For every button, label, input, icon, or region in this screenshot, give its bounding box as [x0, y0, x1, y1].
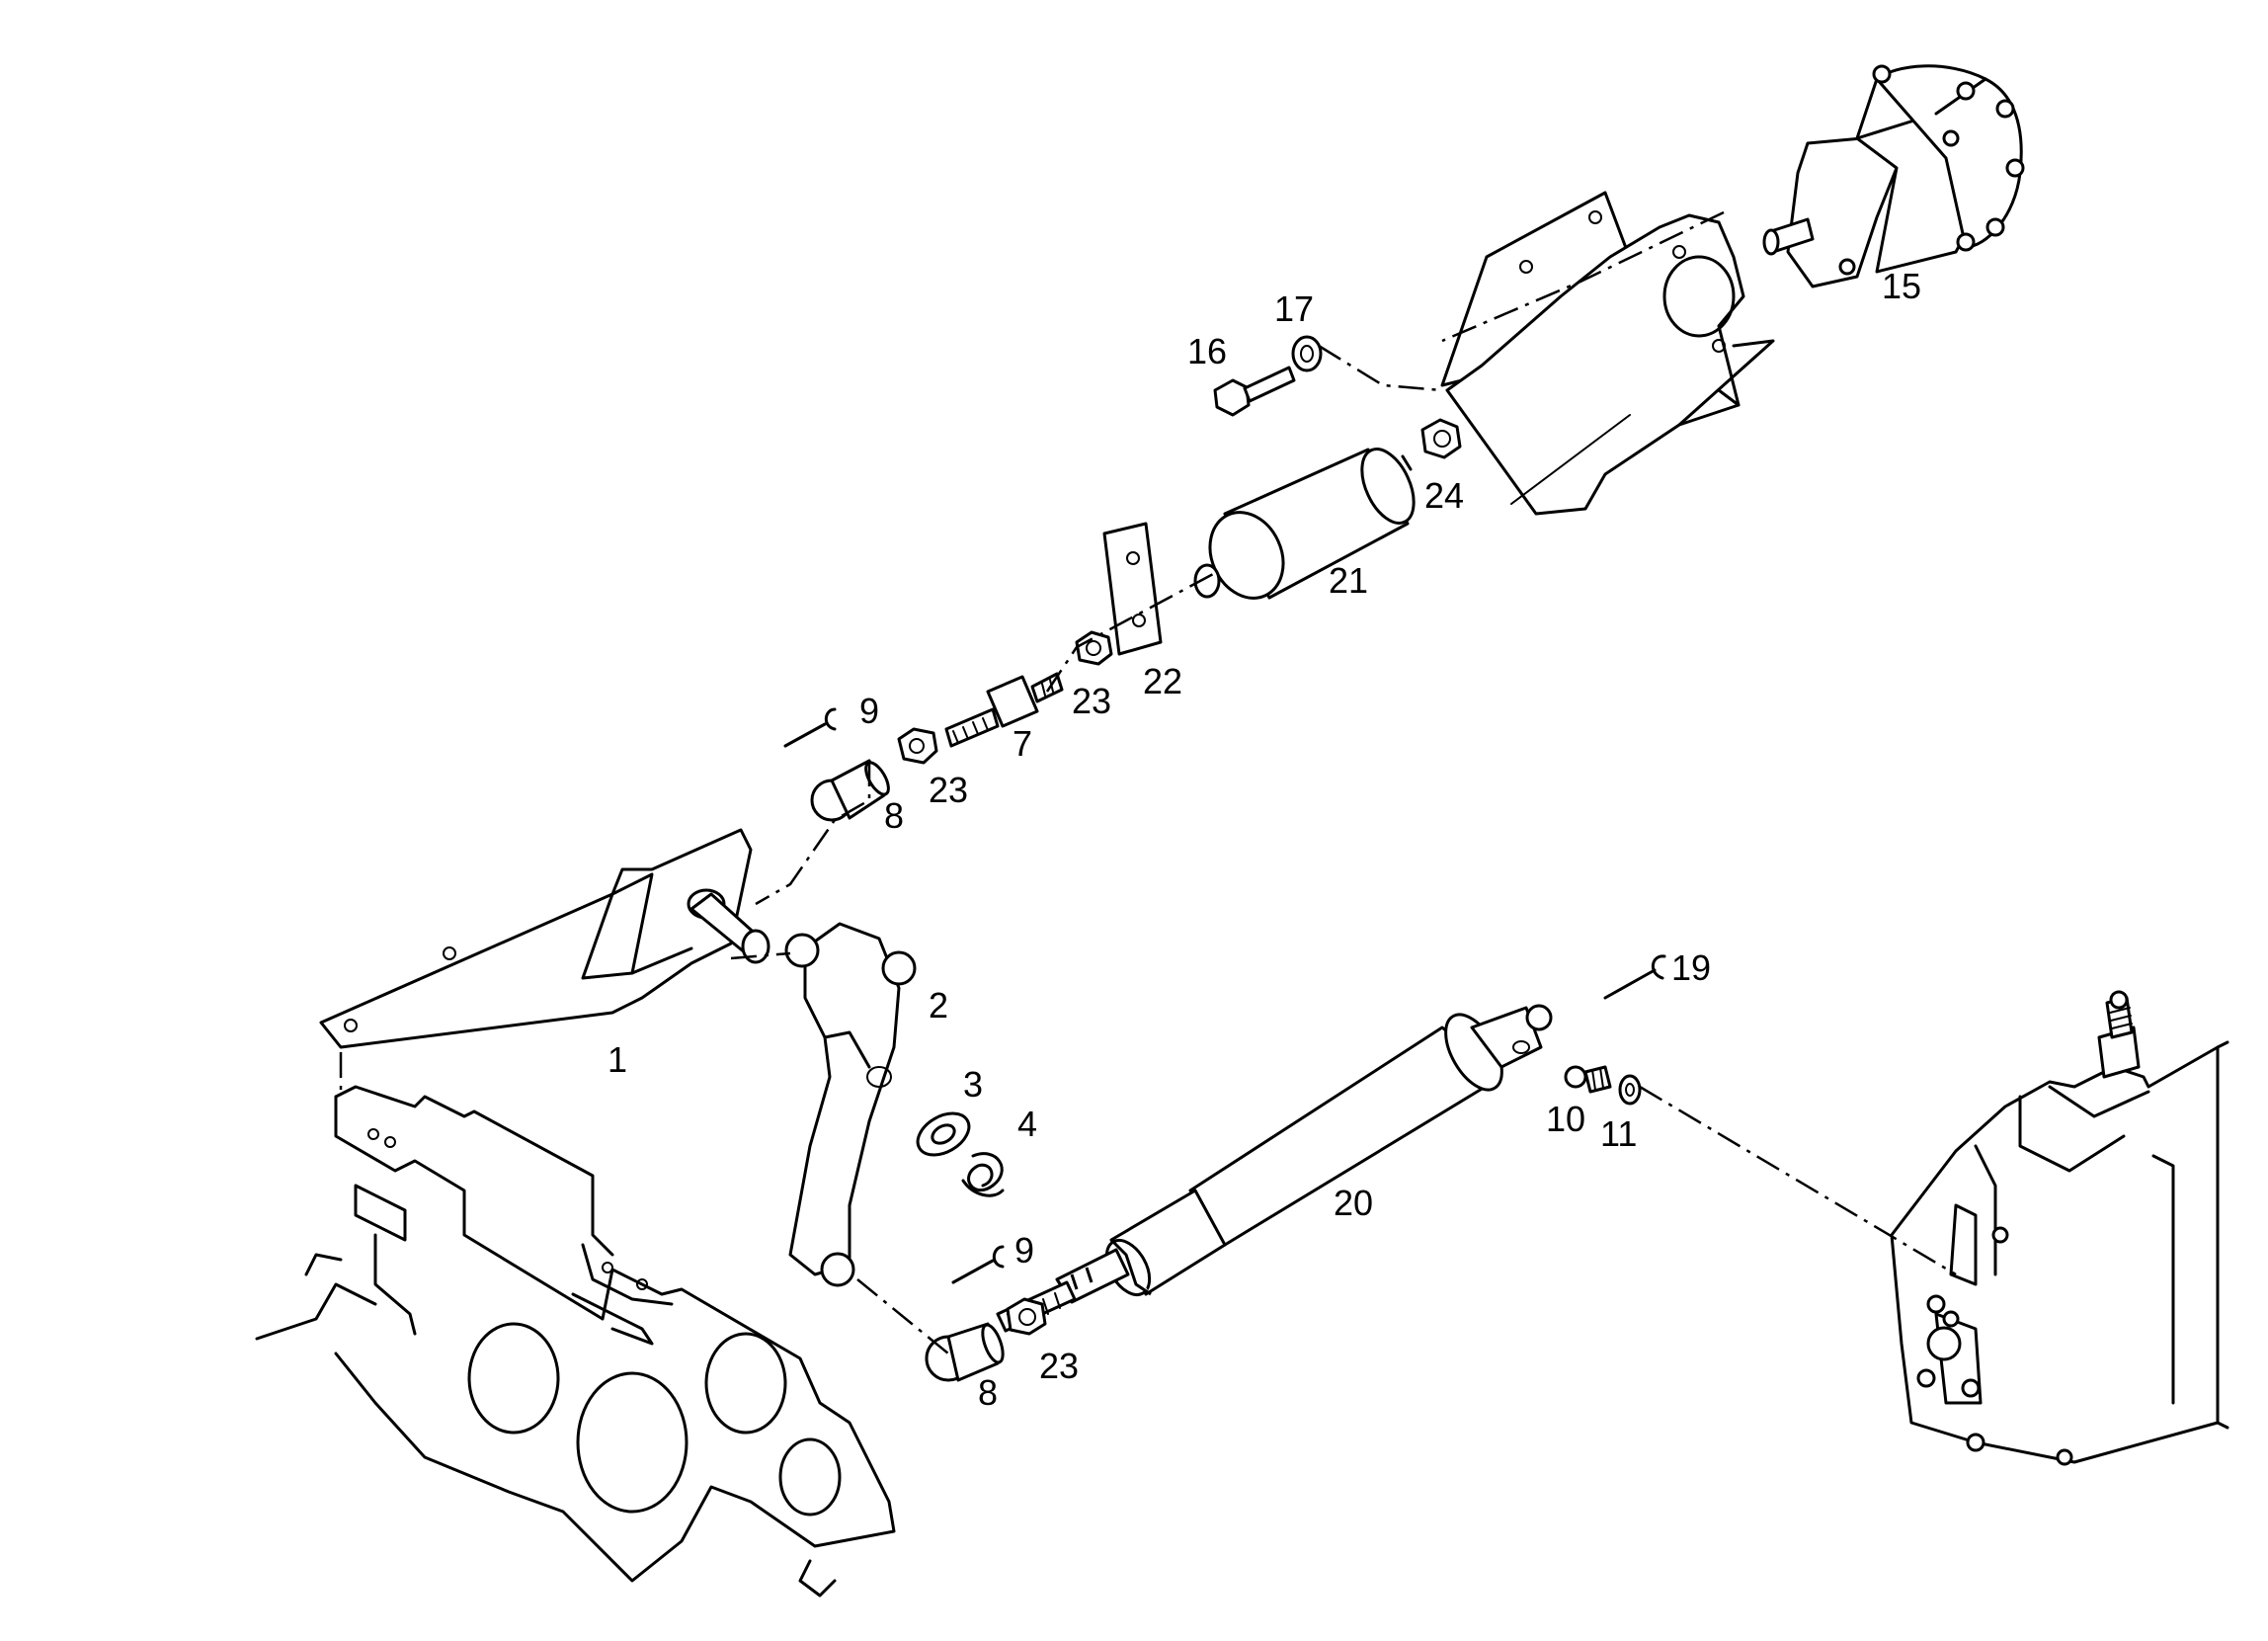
- bolt-part-16: [1213, 366, 1296, 417]
- damper-cylinder-part-20: [996, 1004, 1553, 1333]
- servo-actuator-part-15: [1762, 64, 2025, 288]
- nut-part-23-b: [1075, 630, 1113, 666]
- callout-23-a: 23: [929, 770, 968, 810]
- clip-part-4: [961, 1152, 1005, 1197]
- circlip-part-9-lower: [951, 1245, 1005, 1284]
- callout-21: 21: [1329, 560, 1368, 601]
- cylinder-part-21: [1193, 448, 1416, 600]
- callout-9-upper: 9: [859, 691, 879, 731]
- callout-23-c: 23: [1039, 1346, 1079, 1386]
- callout-2: 2: [929, 985, 948, 1026]
- washer-part-11: [1618, 1074, 1642, 1106]
- callout-8-lower: 8: [978, 1372, 998, 1413]
- mounting-bracket: [1440, 191, 1775, 516]
- bracket-plate-part-1: [319, 828, 770, 1049]
- threaded-adjuster-part-7: [944, 672, 1064, 748]
- nut-part-24: [1420, 418, 1462, 459]
- callout-15: 15: [1882, 266, 1921, 306]
- circlip-part-9-upper: [783, 707, 837, 748]
- circlip-part-19: [1603, 954, 1666, 1000]
- engine-block: [255, 1085, 896, 1598]
- callout-1: 1: [608, 1039, 627, 1080]
- plate-part-22: [1102, 522, 1163, 656]
- callout-labels: 1 2 3 4 7 8 8 9 9 10 11 15 16 17 19 20 2…: [608, 266, 1921, 1413]
- callout-11: 11: [1600, 1113, 1637, 1154]
- ball-socket-part-8-upper: [810, 759, 890, 822]
- ball-socket-part-8-lower: [925, 1322, 1005, 1382]
- callout-8-upper: 8: [884, 795, 904, 836]
- callout-20: 20: [1334, 1183, 1373, 1223]
- nut-part-23-a: [897, 727, 938, 765]
- callout-3: 3: [963, 1064, 983, 1105]
- bracket-edge-line: [1510, 414, 1631, 505]
- lever-arm-part-2: [784, 922, 917, 1287]
- nut-part-23-c: [1006, 1297, 1047, 1336]
- ball-pin-part-10: [1564, 1065, 1612, 1094]
- callout-16: 16: [1187, 331, 1227, 371]
- callout-4: 4: [1017, 1104, 1037, 1144]
- callout-19: 19: [1671, 947, 1711, 988]
- callout-24: 24: [1424, 475, 1464, 516]
- callout-7: 7: [1012, 723, 1032, 764]
- washer-part-17: [1291, 335, 1323, 372]
- callout-17: 17: [1274, 288, 1314, 329]
- callout-9-lower: 9: [1014, 1230, 1034, 1271]
- callout-23-b: 23: [1072, 681, 1111, 721]
- callout-10: 10: [1546, 1099, 1585, 1139]
- injection-pump-housing: [1890, 990, 2229, 1466]
- washer-part-3: [916, 1111, 971, 1157]
- assembly-centerlines: [339, 210, 1957, 1354]
- callout-22: 22: [1143, 661, 1182, 701]
